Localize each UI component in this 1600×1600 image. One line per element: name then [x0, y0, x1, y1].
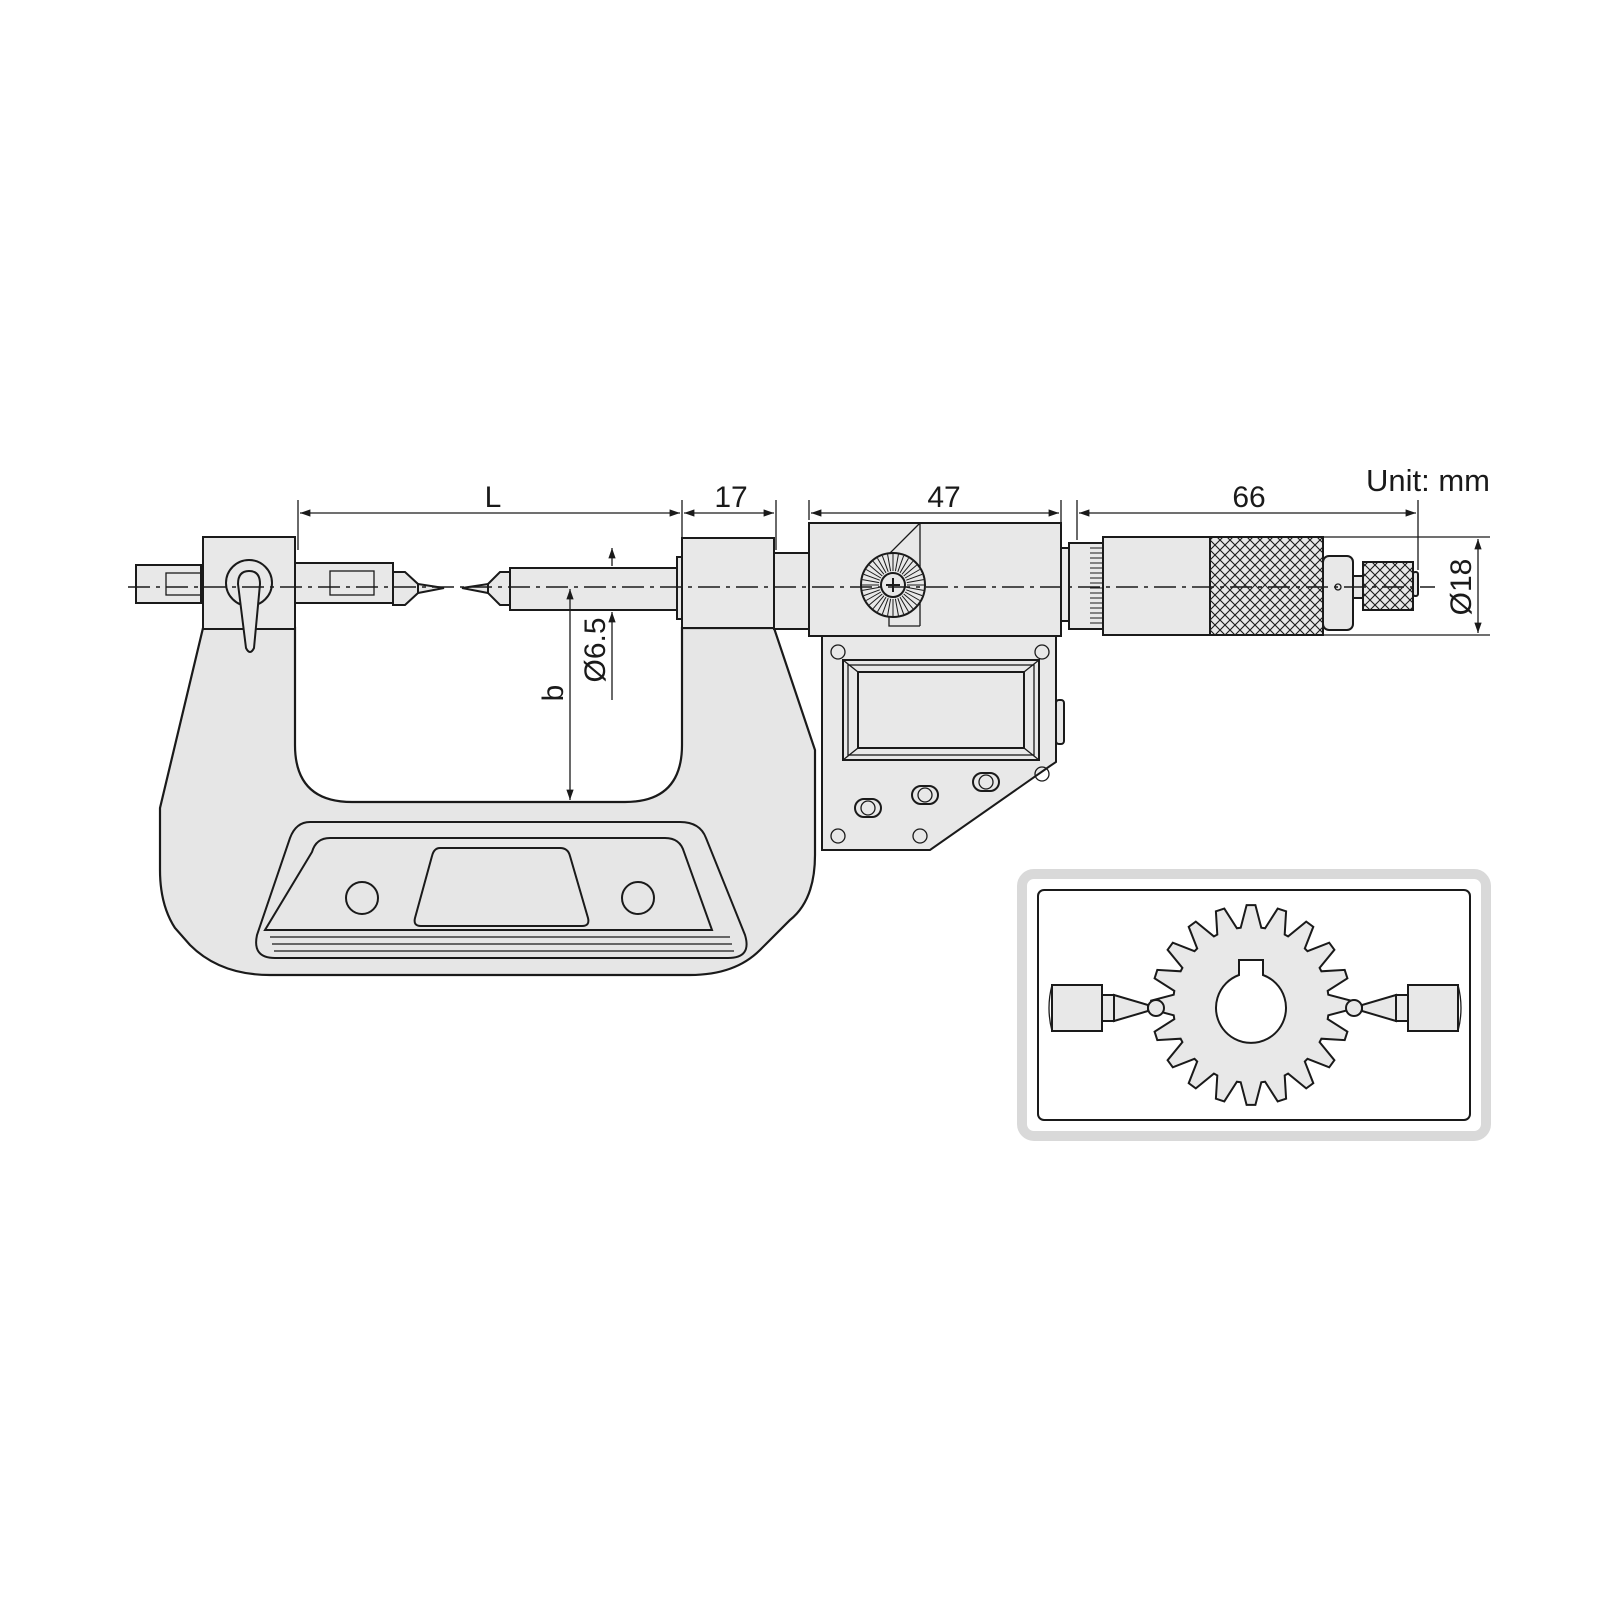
frame-hole-left	[345, 881, 379, 915]
micrometer-frame	[158, 626, 817, 977]
unit-label: Unit: mm	[1366, 463, 1490, 498]
button-3[interactable]	[972, 772, 1000, 792]
dimension-lines	[297, 500, 1490, 800]
button-1[interactable]	[854, 798, 882, 818]
thimble-knurl[interactable]	[1209, 536, 1324, 636]
lock-lever[interactable]	[236, 569, 262, 653]
label-L: L	[485, 481, 502, 514]
digital-unit	[808, 522, 1065, 851]
label-dia18: Ø18	[1445, 559, 1478, 616]
anvil-block	[135, 536, 445, 653]
gear-inset	[1017, 869, 1491, 1141]
button-2[interactable]	[911, 785, 939, 805]
label-66: 66	[1232, 481, 1265, 514]
gear-bore	[1215, 959, 1287, 1044]
left-anvil-tip	[1048, 984, 1165, 1032]
thimble-assembly	[1060, 536, 1419, 636]
right-anvil-tip	[1345, 984, 1462, 1032]
label-b: b	[537, 685, 570, 702]
label-17: 17	[714, 481, 747, 514]
label-dia65: Ø6.5	[579, 617, 612, 682]
lcd-display	[857, 671, 1025, 749]
frame-head	[681, 537, 810, 630]
ratchet-knurl[interactable]	[1362, 561, 1414, 611]
frame-hole-right	[621, 881, 655, 915]
label-47: 47	[927, 481, 960, 514]
spindle	[461, 556, 686, 620]
